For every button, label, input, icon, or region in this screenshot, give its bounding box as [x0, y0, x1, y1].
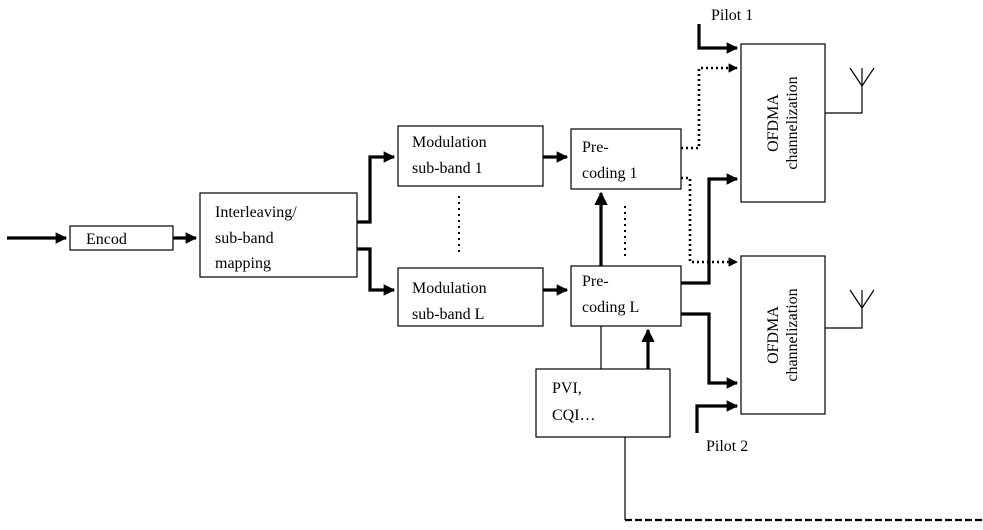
precoding-l-to-ofdma-2-arrow	[681, 312, 739, 389]
ofdma-2-label-line-2: channelization	[784, 288, 801, 381]
feedback-label-line-2: CQI…	[552, 407, 596, 424]
interleaving-block	[199, 192, 358, 278]
ofdma-2-block	[740, 255, 826, 415]
pilot-2-arrow	[695, 400, 739, 433]
feedback-block	[535, 368, 671, 438]
precoding-l-to-ofdma-1-arrow	[681, 173, 739, 285]
modulation-1-block	[397, 125, 544, 187]
antenna-2-icon	[825, 289, 875, 329]
precoding-1-block	[570, 128, 682, 190]
precoding-l-label-line-1: Pre-	[582, 273, 609, 290]
precoding-l-block	[570, 265, 682, 327]
modulation-1-label-line-2: sub-band 1	[412, 160, 483, 177]
interleaving-label-line-1: Interleaving/	[215, 204, 297, 221]
interleaving-label-line-3: mapping	[215, 255, 271, 272]
ofdma-1-label-line-2: channelization	[784, 76, 801, 169]
precoding-1-label-line-1: Pre-	[582, 139, 609, 156]
feedback-label-line-1: PVI,	[552, 380, 582, 397]
ofdma-1-label: OFDMA channelization	[765, 76, 801, 169]
precoding-l-label-line-2: coding L	[582, 299, 639, 316]
pilot-1-arrow	[697, 24, 739, 54]
interleaving-label-line-2: sub-band	[215, 230, 274, 247]
ofdma-1-block	[740, 43, 826, 203]
pilot-1-label: Pilot 1	[711, 7, 753, 24]
modulation-l-block	[397, 267, 544, 327]
modulation-l-label-line-1: Modulation	[412, 280, 487, 297]
precoding-1-to-ofdma-2-dotted-arrow	[681, 176, 738, 267]
modulation-1-label-line-1: Modulation	[412, 134, 487, 151]
interleaving-to-modulation-l-arrow	[357, 247, 396, 296]
encoder-label: Encod	[86, 231, 127, 248]
ofdma-2-label: OFDMA channelization	[765, 288, 801, 381]
pilot-2-label: Pilot 2	[706, 438, 748, 455]
precoding-1-label-line-2: coding 1	[582, 165, 638, 182]
modulation-l-label-line-2: sub-band L	[412, 306, 484, 323]
ofdma-2-label-line-1: OFDMA	[765, 306, 782, 364]
precoding-1-to-ofdma-1-dotted-arrow	[681, 63, 738, 150]
antenna-1-icon	[825, 67, 875, 114]
interleaving-to-modulation-1-arrow	[357, 151, 396, 224]
ofdma-1-label-line-1: OFDMA	[765, 94, 782, 152]
encoder-block	[69, 225, 174, 251]
